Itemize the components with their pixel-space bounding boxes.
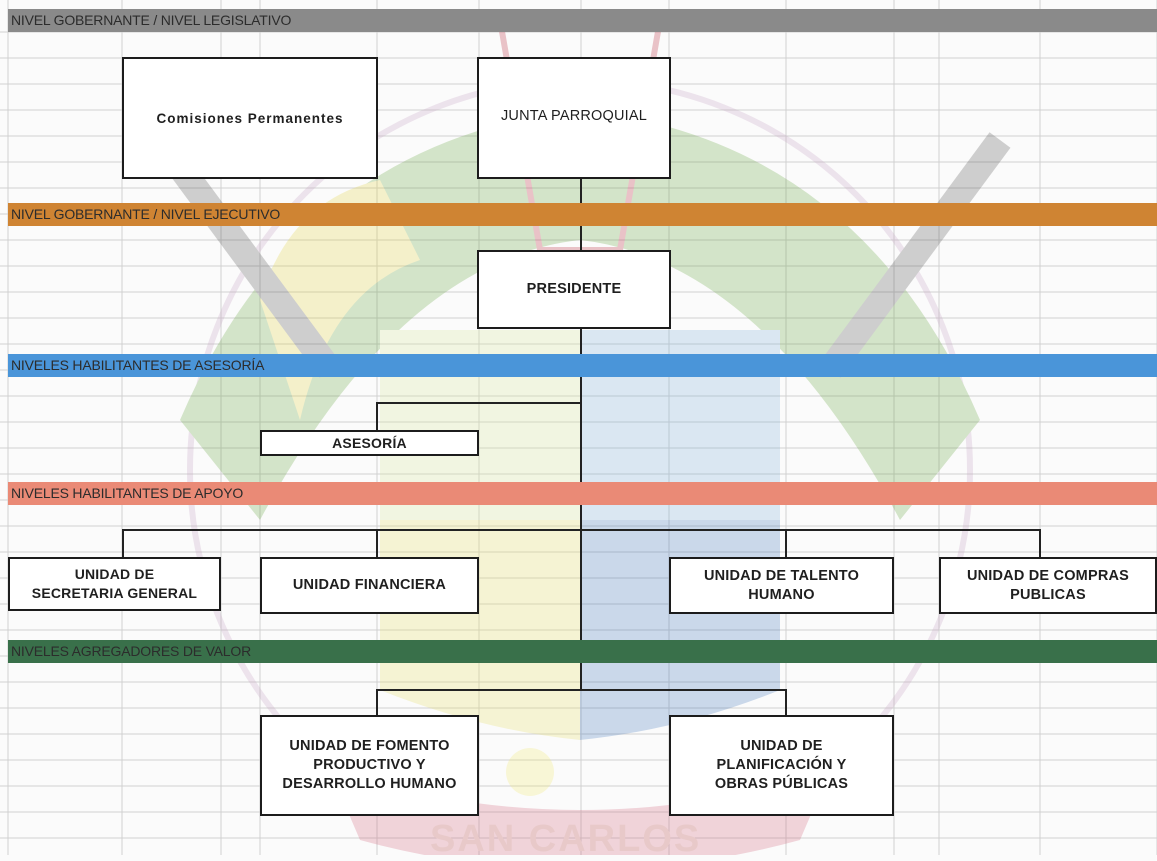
band-ejecutivo: NIVEL GOBERNANTE / NIVEL EJECUTIVO	[8, 203, 1157, 226]
asesoria-label: ASESORÍA	[332, 434, 407, 451]
fomento-productivo-box: UNIDAD DE FOMENTO PRODUCTIVO Y DESARROLL…	[260, 715, 479, 816]
secretaria-general-label: UNIDAD DE SECRETARIA GENERAL	[31, 566, 198, 601]
presidente-box: PRESIDENTE	[477, 250, 671, 329]
comisiones-permanentes-label: Comisiones Permanentes	[156, 110, 344, 126]
band-valor: NIVELES AGREGADORES DE VALOR	[8, 640, 1157, 663]
planificacion-obras-box: UNIDAD DE PLANIFICACIÓN Y OBRAS PÚBLICAS	[669, 715, 894, 816]
talento-humano-box: UNIDAD DE TALENTO HUMANO	[669, 557, 894, 614]
talento-humano-label: UNIDAD DE TALENTO HUMANO	[703, 567, 860, 603]
connector-valor	[376, 689, 787, 715]
unidad-financiera-label: UNIDAD FINANCIERA	[292, 577, 447, 593]
connector-apoyo	[122, 529, 1041, 557]
compras-publicas-box: UNIDAD DE COMPRAS PUBLICAS	[939, 557, 1157, 614]
band-apoyo-label: NIVELES HABILITANTES DE APOYO	[11, 485, 244, 501]
presidente-label: PRESIDENTE	[526, 281, 622, 297]
comisiones-permanentes-box: Comisiones Permanentes	[122, 57, 378, 179]
band-legislativo-label: NIVEL GOBERNANTE / NIVEL LEGISLATIVO	[11, 12, 292, 28]
unidad-financiera-box: UNIDAD FINANCIERA	[260, 557, 479, 614]
fomento-productivo-label: UNIDAD DE FOMENTO PRODUCTIVO Y DESARROLL…	[282, 738, 457, 792]
secretaria-general-box: UNIDAD DE SECRETARIA GENERAL	[8, 557, 221, 611]
junta-parroquial-label: JUNTA PARROQUIAL	[500, 108, 648, 124]
band-apoyo: NIVELES HABILITANTES DE APOYO	[8, 482, 1157, 505]
connector-asesoria	[376, 402, 581, 430]
asesoria-box: ASESORÍA	[260, 430, 479, 456]
planificacion-obras-label: UNIDAD DE PLANIFICACIÓN Y OBRAS PÚBLICAS	[714, 738, 849, 792]
band-legislativo: NIVEL GOBERNANTE / NIVEL LEGISLATIVO	[8, 9, 1157, 32]
band-valor-label: NIVELES AGREGADORES DE VALOR	[11, 643, 251, 659]
emblem-watermark-text: SAN CARLOS	[430, 818, 702, 860]
compras-publicas-label: UNIDAD DE COMPRAS PUBLICAS	[966, 567, 1130, 603]
junta-parroquial-box: JUNTA PARROQUIAL	[477, 57, 671, 179]
band-asesoria-label: NIVELES HABILITANTES DE ASESORÍA	[11, 357, 265, 373]
band-asesoria: NIVELES HABILITANTES DE ASESORÍA	[8, 354, 1157, 377]
band-ejecutivo-label: NIVEL GOBERNANTE / NIVEL EJECUTIVO	[11, 206, 281, 222]
